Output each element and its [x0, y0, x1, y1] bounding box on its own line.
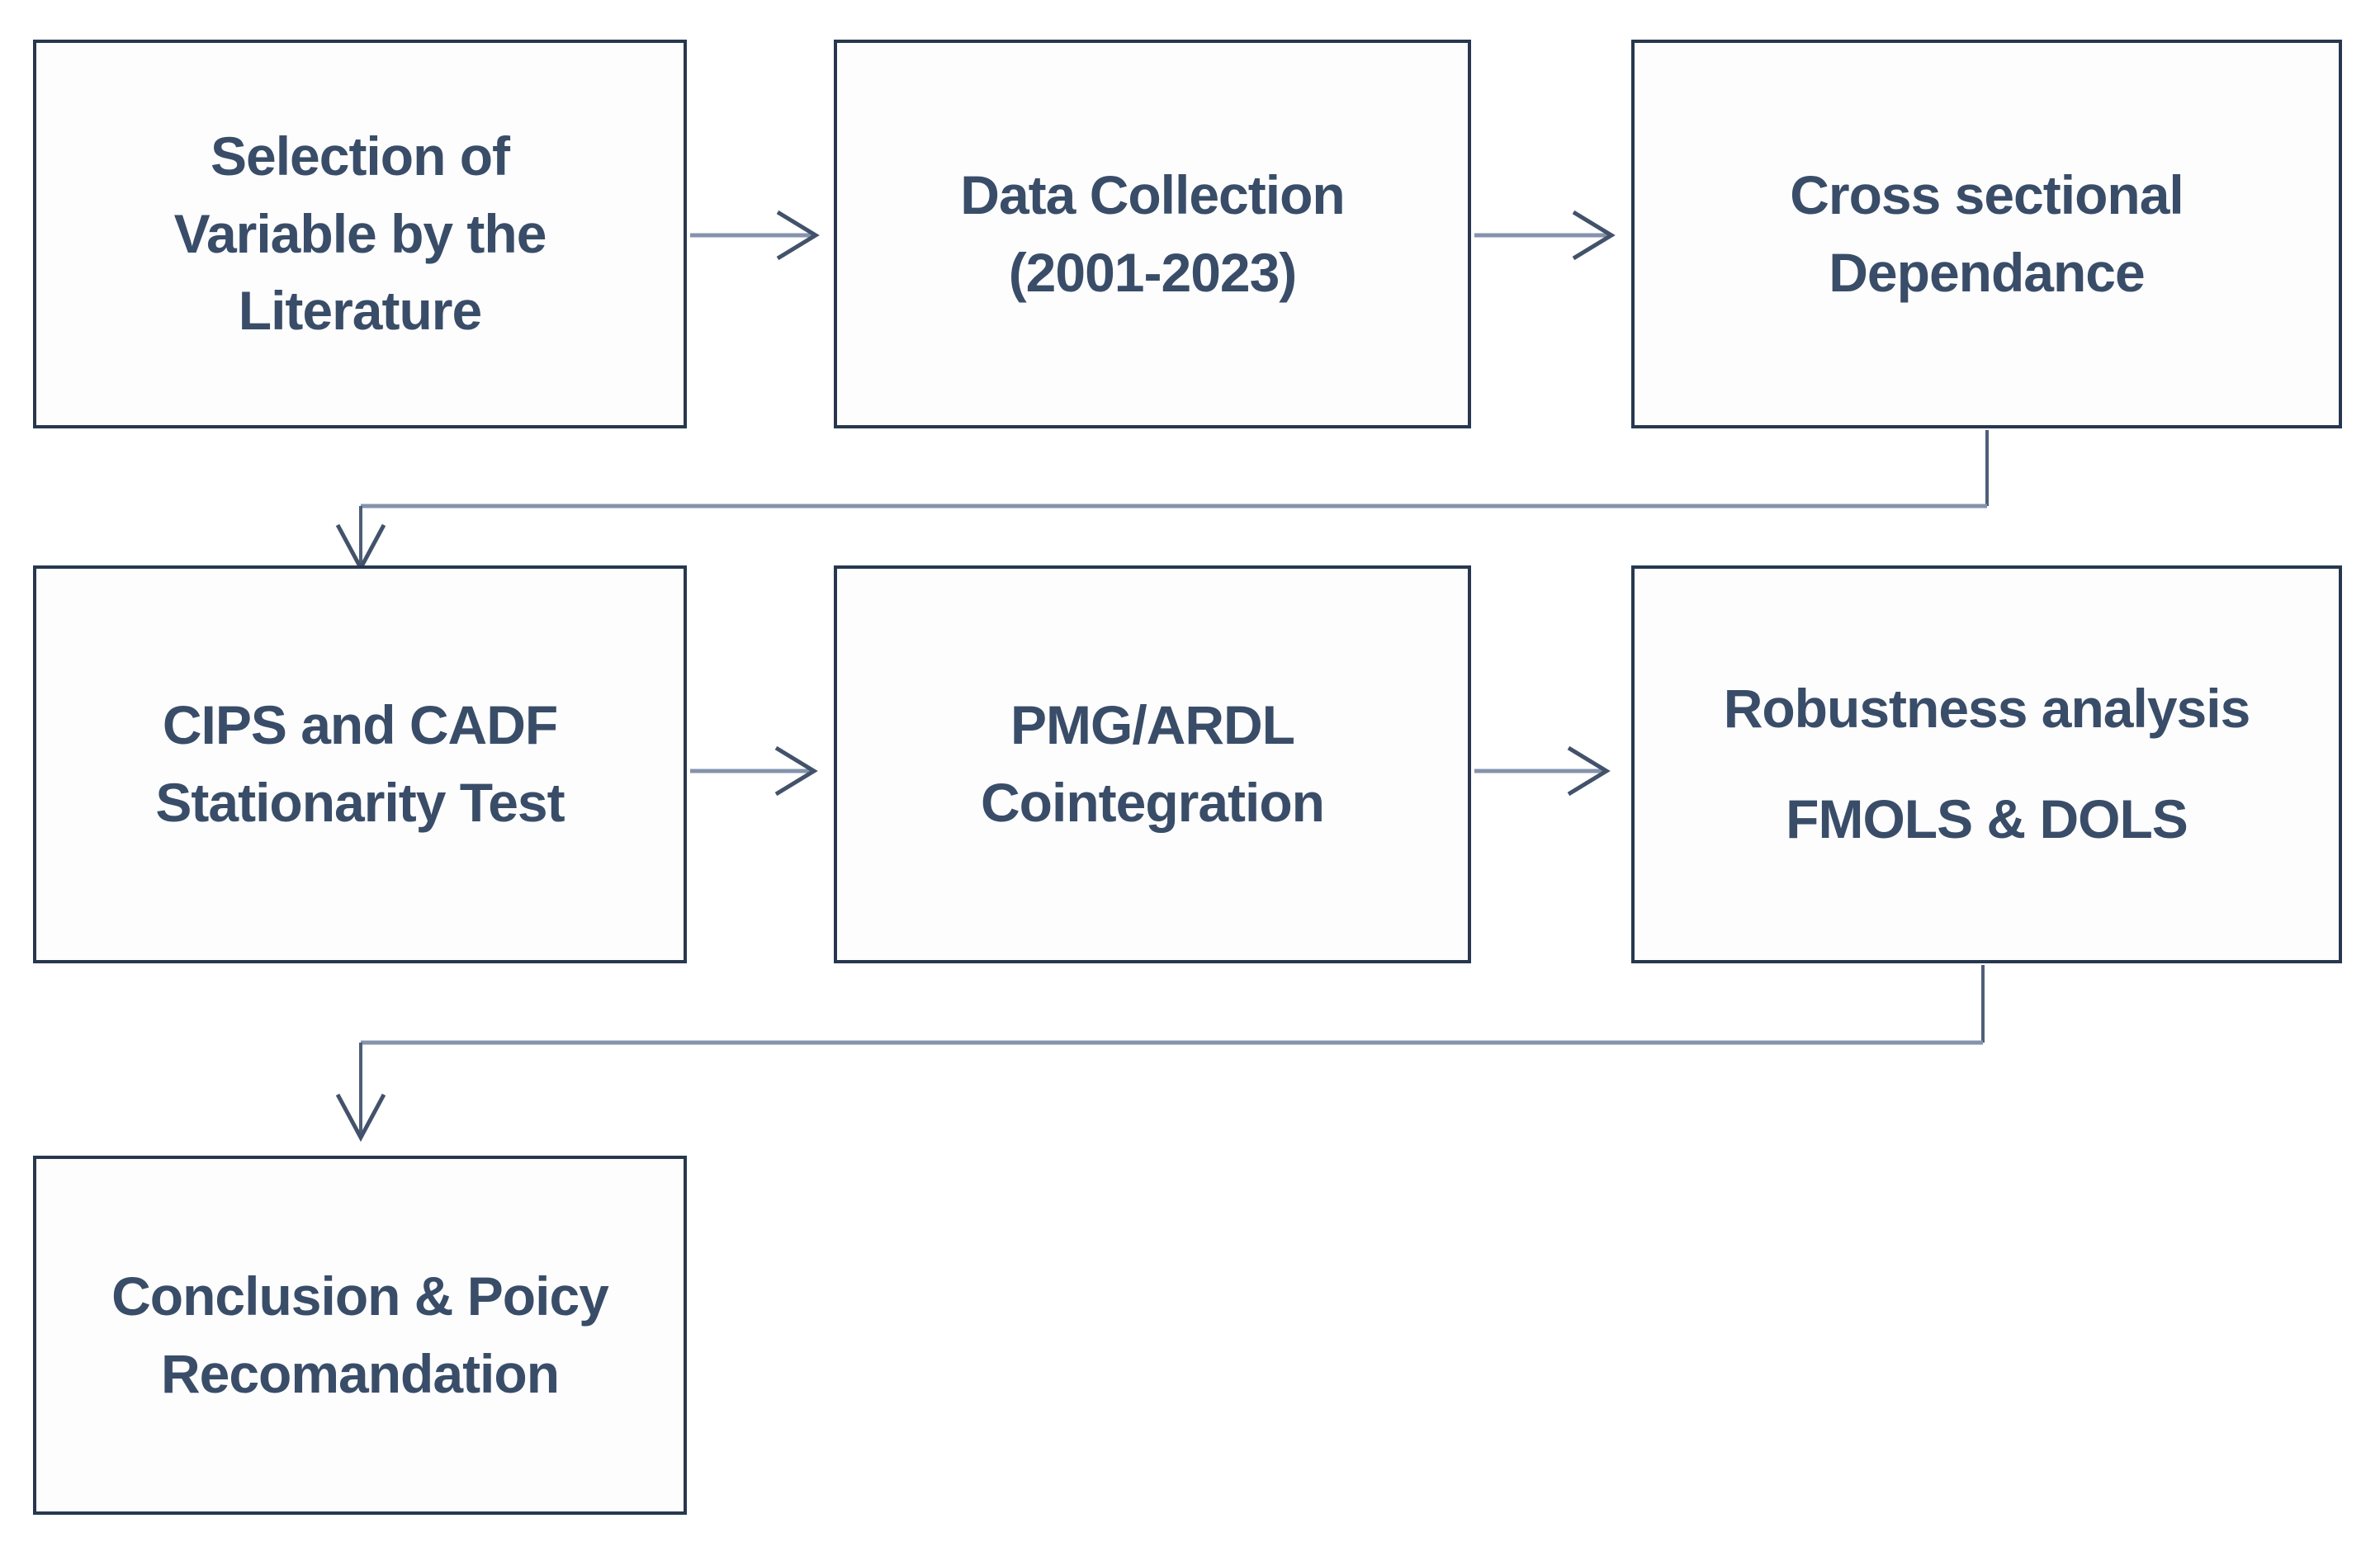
flow-box-conclusion-policy-recommendation: Conclusion & Poicy Recomandation — [33, 1156, 687, 1515]
box-text-line: Conclusion & Poicy — [111, 1265, 609, 1327]
box-text-line: Recomandation — [160, 1342, 560, 1404]
box-text-line: Cross sectional — [1790, 163, 2184, 225]
flow-box-cips-cadf-stationarity-test: CIPS and CADF Stationarity Test — [33, 565, 687, 963]
arrow-pmg-to-robustness — [1474, 745, 1611, 797]
flow-box-data-collection: Data Collection (2001-2023) — [834, 40, 1471, 428]
box-text-line: Stationarity Test — [155, 772, 565, 833]
box-text-line: Selection of — [210, 125, 510, 187]
flow-box-robustness-analysis: Robustness analysis FMOLS & DOLS — [1631, 565, 2342, 963]
elbow-arrow-robustness-to-conclusion — [335, 965, 1985, 1142]
elbow-arrow-cross-sectional-to-cips — [335, 430, 1989, 573]
box-text-line: Data Collection — [960, 163, 1345, 225]
flow-box-pmg-ardl-cointegration: PMG/ARDL Cointegration — [834, 565, 1471, 963]
box-text-line: FMOLS & DOLS — [1786, 788, 2188, 849]
box-text-line: Literature — [238, 280, 482, 342]
box-text-line: (2001-2023) — [1008, 241, 1298, 303]
box-text-line: Dependance — [1829, 241, 2145, 303]
box-text-line: Variable by the — [173, 202, 547, 264]
arrow-data-collection-to-cross-sectional — [1474, 210, 1616, 261]
flow-box-selection-of-variable: Selection of Variable by the Literature — [33, 40, 687, 428]
box-text-line: CIPS and CADF — [162, 694, 558, 756]
arrow-selection-to-data-collection — [690, 210, 820, 261]
box-text-line: Robustness analysis — [1723, 678, 2251, 740]
arrow-cips-to-pmg — [690, 745, 818, 797]
box-text-line: Cointegration — [981, 772, 1325, 833]
flow-box-cross-sectional-dependance: Cross sectional Dependance — [1631, 40, 2342, 428]
box-text-line: PMG/ARDL — [1010, 694, 1295, 756]
